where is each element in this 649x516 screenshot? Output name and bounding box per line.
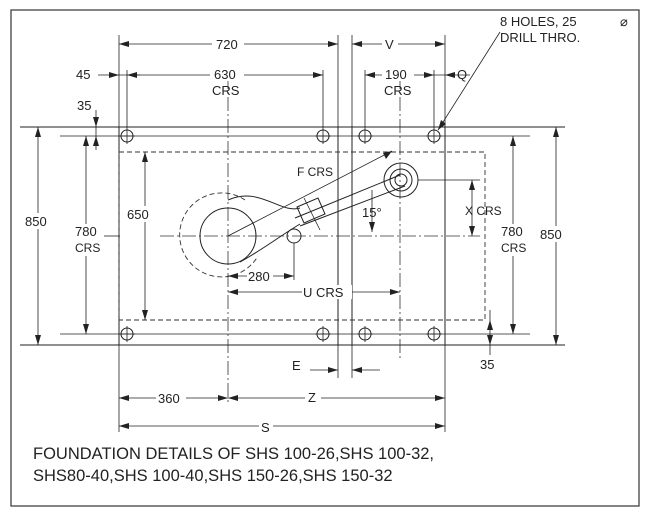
dim-z-label: Z [308,390,316,405]
dim-e-label: E [292,358,301,373]
crs-right-label: CRS [384,83,412,98]
holes-leader [437,31,501,131]
diameter-icon: ⌀ [620,14,628,29]
dim-850-left-label: 850 [25,214,47,229]
x-crs-label: X CRS [465,204,502,218]
eye-inner [394,173,408,187]
collar-mark [303,197,321,231]
caption-line-1: FOUNDATION DETAILS OF SHS 100-26,SHS 100… [33,445,434,463]
crank-circle [199,207,257,265]
angle-label: 15° [362,205,382,220]
dim-35-bottom-label: 35 [480,357,494,372]
crs-left-label: CRS [212,83,240,98]
holes-label-line2: DRILL THRO. [500,30,580,45]
dim-35-top-label: 35 [77,98,91,113]
tension-rod-upper [294,174,401,219]
dim-780-right-label: 780 [501,224,523,239]
crs-780-right-label: CRS [501,241,526,255]
f-crs-dim-line [227,150,393,237]
lower-link [239,223,301,263]
dim-190-label: 190 [385,67,407,82]
dim-360-label: 360 [158,391,180,406]
dim-q-label: Q [457,67,467,82]
dim-720-label: 720 [216,37,238,52]
dim-45-label: 45 [76,67,90,82]
tension-rod-lower [299,185,406,227]
eye-mid [389,168,413,192]
dim-v-label: V [385,37,394,52]
dim-s-label: S [261,420,270,435]
u-crs-label: U CRS [303,285,344,300]
dim-850-right-label: 850 [540,227,562,242]
upper-link [227,195,301,210]
f-crs-label: F CRS [297,165,333,179]
dim-650-label: 650 [127,207,149,222]
dim-630-label: 630 [214,67,236,82]
mounting-holes [119,128,442,342]
dim-780-left-label: 780 [75,224,97,239]
caption-line-2: SHS80-40,SHS 100-40,SHS 150-26,SHS 150-3… [33,467,393,485]
rod-collar [296,197,326,224]
crs-780-left-label: CRS [75,241,100,255]
dim-280-label: 280 [248,269,270,284]
drawing-border [10,9,640,507]
holes-label-line1: 8 HOLES, 25 [500,14,577,29]
